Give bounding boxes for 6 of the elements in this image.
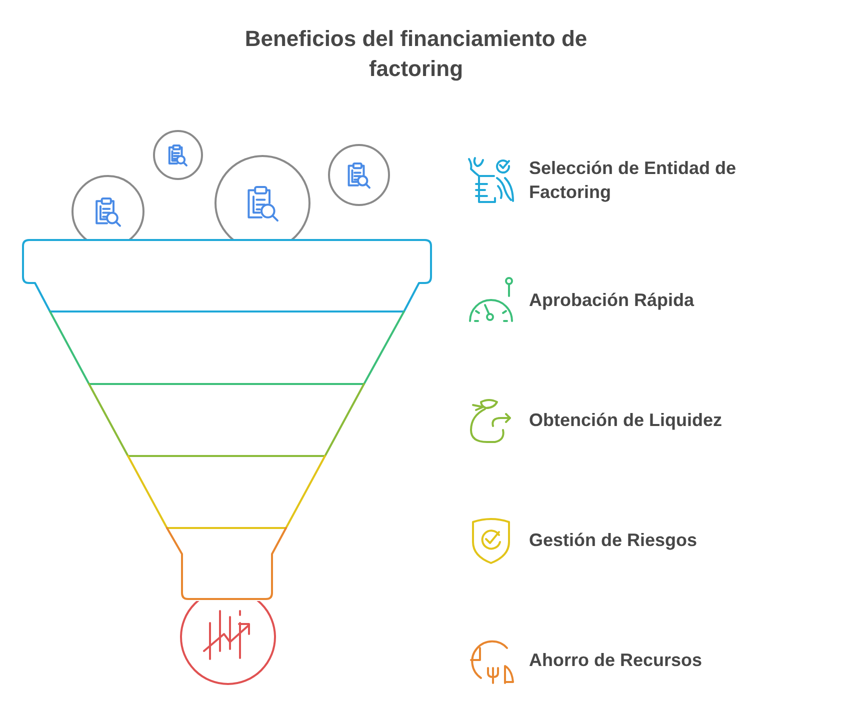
benefit-label: Selección de Entidad de Factoring: [529, 157, 738, 204]
diagram-title: Beneficios del financiamiento de factoring: [244, 25, 588, 83]
benefit-label: Gestión de Riesgos: [529, 529, 698, 552]
benefit-label: Ahorro de Recursos: [529, 649, 704, 672]
benefit-label: Obtención de Liquidez: [529, 409, 723, 432]
benefit-label: Aprobación Rápida: [529, 289, 696, 312]
